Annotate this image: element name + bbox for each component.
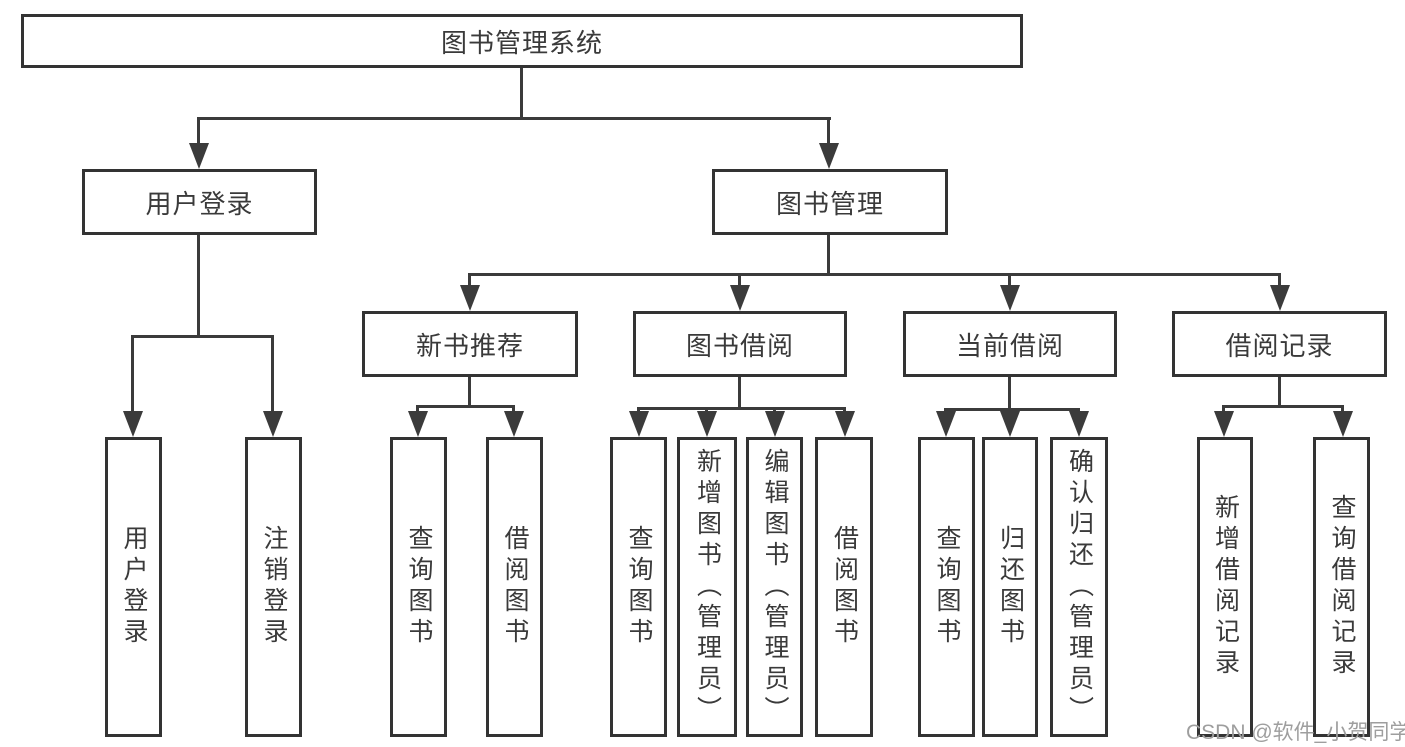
connector-current-borrowing-stem [1008, 377, 1011, 408]
connector-book-management-stem [827, 235, 830, 273]
node-current-borrowing-label: 当前借阅 [955, 330, 1064, 361]
leaf-add-borrow-record: 新增借阅记录 [1197, 437, 1253, 737]
arrow-down-icon [819, 143, 839, 169]
connector-new-book-stem [468, 377, 471, 405]
connector-drop [1341, 405, 1344, 415]
leaf-borrow-book-2-label: 借阅图书 [830, 525, 859, 649]
leaf-add-book-admin-label: 新增图书（管理员） [693, 447, 722, 727]
leaf-user-login: 用户登录 [105, 437, 162, 737]
connector-user-login-stem [197, 235, 200, 335]
arrow-down-icon [1214, 411, 1234, 437]
node-new-book-recommend-label: 新书推荐 [415, 330, 524, 361]
leaf-logout-label: 注销登录 [260, 525, 288, 649]
node-current-borrowing: 当前借阅 [903, 311, 1117, 377]
connector-drop-book-borrowing [738, 273, 741, 289]
node-root: 图书管理系统 [21, 14, 1023, 68]
arrow-down-icon [1069, 411, 1089, 437]
node-book-borrowing-label: 图书借阅 [685, 330, 794, 361]
leaf-query-borrow-record-label: 查询借阅记录 [1328, 494, 1356, 680]
arrow-down-icon [408, 411, 428, 437]
arrow-down-icon [460, 285, 480, 311]
leaf-confirm-return-admin: 确认归还（管理员） [1050, 437, 1108, 737]
connector-drop-book-management [827, 117, 830, 147]
connector-borrowing-records-stem [1278, 377, 1281, 405]
leaf-query-book-3: 查询图书 [918, 437, 975, 737]
arrow-down-icon [1000, 411, 1020, 437]
connector-book-borrowing-bar [637, 407, 846, 410]
arrow-down-icon [123, 411, 143, 437]
node-book-management-label: 图书管理 [775, 188, 884, 219]
arrow-down-icon [1270, 285, 1290, 311]
leaf-query-book-3-label: 查询图书 [933, 525, 961, 649]
leaf-edit-book-admin: 编辑图书（管理员） [746, 437, 803, 737]
leaf-borrow-book-2: 借阅图书 [815, 437, 873, 737]
arrow-down-icon [1000, 285, 1020, 311]
connector-root-bar [197, 117, 831, 120]
arrow-down-icon [263, 411, 283, 437]
node-borrowing-records-label: 借阅记录 [1225, 330, 1334, 361]
arrow-down-icon [189, 143, 209, 169]
connector-current-borrowing-bar [944, 408, 1080, 411]
leaf-return-book: 归还图书 [982, 437, 1038, 737]
node-borrowing-records: 借阅记录 [1172, 311, 1387, 377]
leaf-logout: 注销登录 [245, 437, 302, 737]
leaf-query-book-1: 查询图书 [390, 437, 447, 737]
connector-drop-leaf-user-login [131, 335, 134, 415]
leaf-confirm-return-admin-label: 确认归还（管理员） [1065, 447, 1094, 727]
arrow-down-icon [730, 285, 750, 311]
node-user-login: 用户登录 [82, 169, 317, 235]
leaf-borrow-book-1-label: 借阅图书 [501, 525, 529, 649]
connector-root-stem [520, 68, 523, 117]
connector-user-login-bar [131, 335, 274, 338]
connector-drop [416, 405, 419, 415]
connector-drop-leaf-logout [271, 335, 274, 415]
arrow-down-icon [1333, 411, 1353, 437]
arrow-down-icon [629, 411, 649, 437]
arrow-down-icon [504, 411, 524, 437]
node-new-book-recommend: 新书推荐 [362, 311, 578, 377]
connector-drop-borrowing-records [1278, 273, 1281, 289]
leaf-borrow-book-1: 借阅图书 [486, 437, 543, 737]
arrow-down-icon [835, 411, 855, 437]
connector-book-borrowing-stem [738, 377, 741, 407]
arrow-down-icon [936, 411, 956, 437]
connector-drop [512, 405, 515, 415]
connector-book-management-bar [468, 273, 1281, 276]
connector-drop-new-book [468, 273, 471, 289]
leaf-query-borrow-record: 查询借阅记录 [1313, 437, 1370, 737]
node-user-login-label: 用户登录 [145, 188, 254, 219]
connector-borrowing-records-bar [1222, 405, 1344, 408]
connector-drop-user-login [197, 117, 200, 147]
arrow-down-icon [697, 411, 717, 437]
leaf-query-book-1-label: 查询图书 [405, 525, 433, 649]
connector-drop [1222, 405, 1225, 415]
leaf-query-book-2-label: 查询图书 [625, 525, 653, 649]
node-book-borrowing: 图书借阅 [633, 311, 847, 377]
leaf-add-borrow-record-label: 新增借阅记录 [1211, 494, 1240, 680]
arrow-down-icon [765, 411, 785, 437]
csdn-watermark: CSDN @软件_小贺同学 [1186, 721, 1405, 744]
connector-new-book-bar [416, 405, 515, 408]
leaf-user-login-label: 用户登录 [120, 525, 148, 649]
leaf-edit-book-admin-label: 编辑图书（管理员） [761, 447, 789, 727]
leaf-return-book-label: 归还图书 [996, 525, 1025, 649]
leaf-query-book-2: 查询图书 [610, 437, 667, 737]
connector-drop-current-borrowing [1008, 273, 1011, 289]
leaf-add-book-admin: 新增图书（管理员） [677, 437, 737, 737]
node-book-management: 图书管理 [712, 169, 948, 235]
node-root-label: 图书管理系统 [440, 27, 603, 58]
